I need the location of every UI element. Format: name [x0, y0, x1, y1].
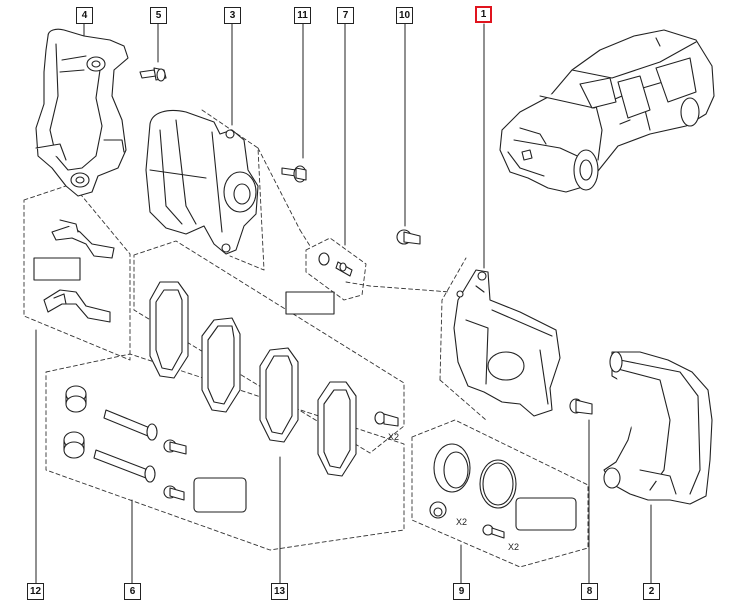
group-outlines — [23, 109, 589, 568]
bleeder-7 — [285, 252, 353, 315]
callout-3[interactable]: 3 — [224, 7, 241, 24]
bolt-5 — [139, 67, 167, 82]
callout-5[interactable]: 5 — [150, 7, 167, 24]
guide-pin-kit — [63, 385, 247, 513]
callout-6[interactable]: 6 — [124, 583, 141, 600]
callout-2[interactable]: 2 — [643, 583, 660, 600]
caliper-1 — [453, 269, 561, 417]
callout-8[interactable]: 8 — [581, 583, 598, 600]
caliper-bracket-lower — [603, 351, 713, 505]
callout-11[interactable]: 11 — [294, 7, 311, 24]
caliper-3 — [145, 109, 259, 255]
callout-12[interactable]: 12 — [27, 583, 44, 600]
bolt-8 — [569, 398, 593, 415]
pad-clip-kit — [33, 219, 115, 323]
bolt-11 — [281, 165, 307, 183]
callout-7[interactable]: 7 — [337, 7, 354, 24]
callout-1[interactable]: 1 — [475, 6, 492, 23]
seal-kit-boot-qty: X2 — [456, 517, 467, 527]
leader-lines — [35, 23, 652, 584]
seal-kit — [429, 443, 577, 539]
seal-kit-bolt-qty: X2 — [508, 542, 519, 552]
callout-13[interactable]: 13 — [271, 583, 288, 600]
car-illustration — [499, 29, 715, 193]
bolt-10 — [396, 229, 421, 245]
callout-9[interactable]: 9 — [453, 583, 470, 600]
callout-10[interactable]: 10 — [396, 7, 413, 24]
brake-pads — [149, 281, 399, 477]
pads-bolt-qty: X2 — [388, 432, 399, 442]
callout-4[interactable]: 4 — [76, 7, 93, 24]
caliper-bracket-upper — [35, 28, 129, 197]
